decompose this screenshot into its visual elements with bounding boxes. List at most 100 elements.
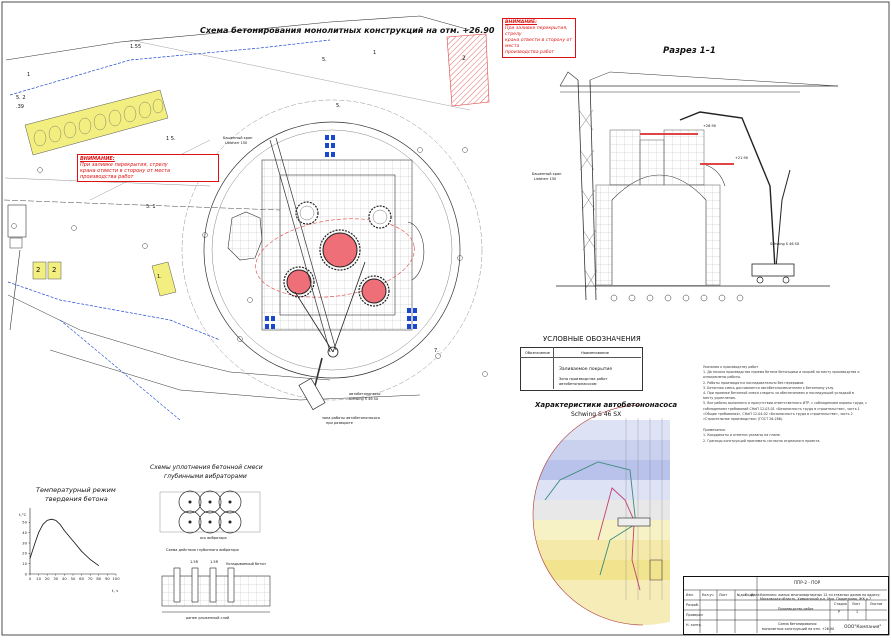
plan-number: 7. [434, 348, 439, 354]
temp-y-tick-label: 20 [22, 551, 27, 556]
stamp-code: ППР-2 - ПОР [794, 580, 821, 585]
work-notes: Указания к производству работ 1. До нача… [703, 365, 873, 444]
temp-x-tick-label: 20 [45, 576, 50, 581]
stamp-sheet-value: 1 [856, 610, 859, 614]
stamp-h2: Кол.уч [702, 593, 714, 597]
temp-x-tick-label: 80 [96, 576, 101, 581]
temp-x-tick-label: 30 [53, 576, 58, 581]
site-plan [3, 15, 490, 421]
section-pump-label: Schwing S 46 SX [770, 242, 800, 246]
stamp-desc-1: Комплекс жилых многоквартирных 12-ти эта… [760, 593, 881, 597]
title-block-grid [683, 576, 887, 633]
stamp-desc-2: Московская область, Химкинский р-н, Мкр.… [760, 597, 872, 601]
site-ring [203, 121, 461, 379]
notes-line: 3. Бетонная смесь доставляется автобетон… [703, 385, 835, 390]
warning-heading: ВНИМАНИЕ: [505, 20, 537, 25]
stamp-stage: Стадия [834, 602, 847, 606]
stamp-chk: Проверил [686, 613, 703, 617]
plan-number: 2 [462, 55, 466, 62]
legend-col-2: Наименование [581, 351, 609, 355]
temp-curve [29, 518, 100, 567]
pump-diagram [532, 404, 670, 626]
pump-chars-title: Характеристики автобетононасоса [535, 401, 678, 409]
stamp-sheet-name-2: монолитных конструкций на отм. +26.90 [762, 627, 835, 631]
remarks-line: 2. Границы конструкций принимать согласн… [703, 438, 821, 443]
warning-line-1b: При заливке перекрытия, стрелу [80, 162, 168, 168]
elevation-1: +26.90 [703, 124, 716, 128]
vib-dim-1: 1.5R [190, 560, 198, 564]
tower-crane-model: Liebherr 150 [225, 141, 248, 145]
pump-label: автобетононасос [349, 392, 381, 396]
temperature-title: Температурный режим [36, 486, 116, 494]
section-crane-model: Liebherr 150 [534, 177, 557, 181]
stamp-h4: №док [737, 593, 747, 597]
legend-title: УСЛОВНЫЕ ОБОЗНАЧЕНИЯ [543, 335, 641, 343]
warning-line-3: производства работ [505, 50, 555, 55]
stamp-sheet-name: Схема бетонирования [778, 622, 817, 626]
legend-col-1: Обозначение [525, 351, 550, 355]
plan-number: .39 [16, 104, 24, 110]
legend-row-1: Заливаемое покрытие [559, 367, 613, 372]
notes-line: соблюдением требований СНиП 12-03-01 «Бе… [703, 406, 860, 411]
plan-number: 2 [52, 266, 57, 274]
tower-crane-label: Башенный кран [223, 136, 253, 140]
section-title: Разрез 1–1 [663, 46, 716, 56]
temp-y-tick-label: 30 [22, 540, 27, 545]
plan-number: 1 [27, 72, 31, 78]
temp-x-tick-label: 0 [29, 576, 32, 581]
notes-line: 4. При приемке бетонной смеси следить за… [703, 391, 854, 396]
temp-x-tick-label: 40 [62, 576, 67, 581]
warning-line-3b: производства работ [80, 174, 134, 180]
stamp-dev: Разраб. [686, 603, 699, 607]
pump-model-title: Schwing S 46 SX [571, 411, 622, 418]
plan-number: 5. [336, 103, 341, 109]
plan-number: 1 5. [166, 136, 176, 142]
plan-number: 2 [36, 266, 41, 274]
stamp-work: Производство работ [778, 607, 814, 611]
remarks-head: Примечания: [703, 428, 726, 433]
warning-box-plan: ВНИМАНИЕ: При заливке перекрытия, стрелу… [77, 154, 219, 182]
notes-line: 1. До начала производства приема бетона … [703, 370, 860, 375]
warning-line-2: крана отвести в сторону от места [505, 38, 573, 49]
vib-dim-2: 1.5R [210, 560, 218, 564]
plan-number: 5. 2 [16, 95, 26, 101]
temp-xlabel: t, ч [112, 588, 119, 593]
temp-x-tick-label: 60 [79, 576, 84, 581]
stamp-h5: Подп. [745, 593, 755, 597]
temp-x-tick-label: 50 [71, 576, 76, 581]
warning-line-2b: крана отвести в сторону от места [80, 168, 171, 174]
vib-layer-label: Укладываемый бетон [226, 562, 266, 566]
pump-model-label: Schwing S 46 SX [349, 397, 379, 401]
vib-prev-label: ранее уложенный слой [186, 616, 230, 620]
main-scheme-title: Схема бетонирования монолитных конструкц… [200, 26, 495, 35]
temp-x-tick-label: 100 [112, 576, 120, 581]
elevation-2: +21.90 [735, 156, 748, 160]
title-block: ППР-2 - ПОР Комплекс жилых многоквартирн… [683, 576, 889, 635]
vibration-title-2: глубинными вибраторами [164, 473, 247, 480]
stamp-nk: Н. контр. [686, 623, 702, 627]
section-drawing [556, 71, 839, 302]
temp-x-tick-label: 10 [36, 576, 41, 581]
parking-cells [24, 89, 177, 297]
warning-box-top: ВНИМАНИЕ: При заливке перекрытия, стрелу… [502, 18, 576, 58]
stamp-company: ООО"Компания" [844, 625, 882, 630]
notes-line: «Строительное производство» (ГОСТ 26-286… [703, 417, 784, 422]
plan-number: 1.55 [130, 44, 142, 50]
legend-row-2b: автобетононасосом [559, 382, 597, 386]
vib-radius-label: ось вибратора [200, 536, 227, 540]
legend-table: Обозначение Наименование Заливаемое покр… [520, 347, 643, 391]
temp-y-tick-label: 40 [22, 530, 27, 535]
warning-heading-2: ВНИМАНИЕ: [80, 156, 115, 162]
temp-y-tick-label: 50 [22, 520, 27, 525]
pump-zone-label: зона работы автобетононасоса [322, 416, 381, 420]
pump-zone-label-2: при развороте [326, 421, 353, 425]
stamp-sheet: Лист [852, 602, 861, 606]
temp-x-tick-label: 70 [88, 576, 93, 581]
notes-head: Указания к производству работ [703, 365, 759, 369]
remarks-line: 1. Координаты и отметки указаны на плане… [703, 433, 781, 438]
vib-note: Схема действия глубинного вибратора [166, 548, 239, 552]
notes-line: ознакомлены работы. [703, 375, 742, 380]
